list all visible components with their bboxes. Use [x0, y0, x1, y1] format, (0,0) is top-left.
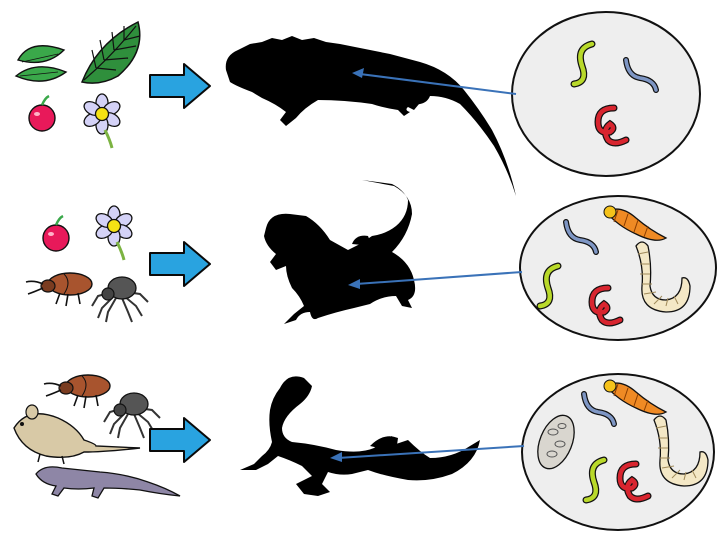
diet-group-omnivore [25, 204, 149, 323]
parasite-circle-carnivore [521, 373, 715, 531]
diet-group-carnivore [13, 374, 181, 499]
apple-icon [41, 214, 71, 253]
monitor-lizard-silhouette [240, 376, 480, 496]
leaf-icon [14, 45, 68, 82]
arrow-diet-to-bearded-dragon [149, 241, 211, 287]
fern-icon [80, 20, 141, 84]
diet-group-herbivore [14, 20, 141, 150]
arrow-diet-to-monitor-lizard [149, 417, 211, 463]
apple-icon [27, 94, 57, 133]
flower-icon [80, 92, 124, 150]
flower-icon [92, 204, 136, 262]
pointer-line-omnivore [348, 271, 523, 289]
parasite-circle-omnivore [519, 195, 717, 341]
lizard-icon [35, 466, 181, 499]
pointer-line-herbivore [352, 68, 517, 95]
beetle-icon [25, 272, 93, 307]
bearded-dragon-silhouette [264, 180, 416, 324]
pointer-line-carnivore [330, 445, 525, 462]
iguana-silhouette [225, 36, 516, 196]
spider-icon [91, 276, 149, 323]
beetle-icon [43, 374, 111, 409]
arrow-diet-to-iguana [149, 63, 211, 109]
mouse-icon [13, 404, 141, 465]
parasite-circle-herbivore [511, 11, 701, 177]
